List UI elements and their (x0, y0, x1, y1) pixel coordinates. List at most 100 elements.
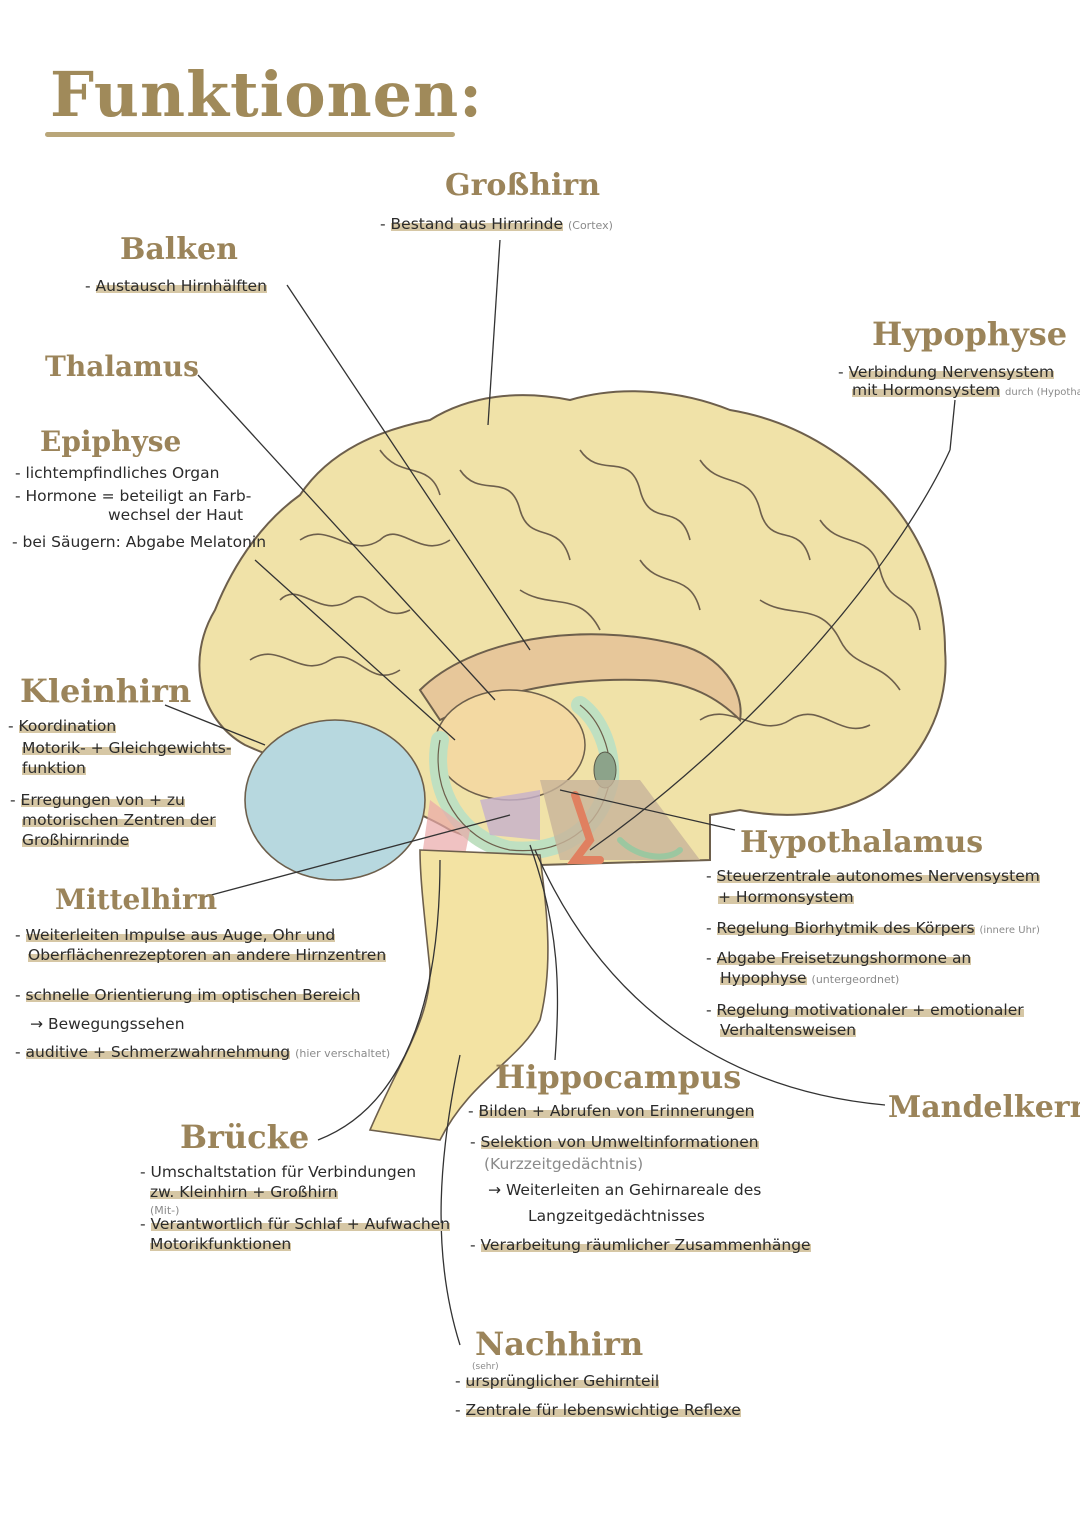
hippocampus-line-5: Langzeitgedächtnisses (528, 1206, 705, 1226)
bruecke-line-3: - Verantwortlich für Schlaf + Aufwachen (140, 1214, 451, 1234)
bruecke-line-1: - Umschaltstation für Verbindungen (140, 1162, 416, 1182)
hypothalamus-heading: Hypothalamus (740, 825, 984, 860)
kleinhirn-text-6: Großhirnrinde (22, 831, 130, 849)
bruecke-heading: Brücke (180, 1118, 310, 1156)
balken-heading: Balken (120, 232, 238, 267)
bullet: - (380, 215, 386, 233)
arrow: → (488, 1181, 501, 1199)
epiphyse-line-2: - Hormone = beteiligt an Farb- (15, 486, 251, 506)
hypothalamus-text-4: Abgabe Freisetzungshormone an (716, 949, 972, 967)
bullet: - (455, 1372, 461, 1390)
mittelhirn-line-1: - Weiterleiten Impulse aus Auge, Ohr und (15, 925, 336, 945)
hippocampus-text-1: Bilden + Abrufen von Erinnerungen (478, 1102, 755, 1120)
hypothalamus-line-4: - Abgabe Freisetzungshormone an (706, 948, 972, 968)
arrow: → (30, 1015, 43, 1033)
hypophyse-line-1: - Verbindung Nervensystem (838, 362, 1055, 382)
epiphyse-heading: Epiphyse (40, 425, 182, 458)
hypothalamus-line-2: + Hormonsystem (718, 887, 854, 907)
bruecke-text-3: Verantwortlich für Schlaf + Aufwachen (150, 1215, 451, 1233)
hippocampus-text-2: Selektion von Umweltinformationen (480, 1133, 759, 1151)
grosshirn-line-1: - Bestand aus Hirnrinde (Cortex) (380, 214, 613, 236)
hypothalamus-text-2: + Hormonsystem (718, 888, 854, 906)
nachhirn-line-2: - Zentrale für lebenswichtige Reflexe (455, 1400, 741, 1420)
nachhirn-text-1: ursprünglicher Gehirnteil (465, 1372, 660, 1390)
hypophyse-note: durch (Hypothalamus) (1005, 387, 1080, 398)
mittelhirn-text-5: auditive + Schmerzwahrnehmung (25, 1043, 291, 1061)
kleinhirn-line-4: - Erregungen von + zu (10, 790, 185, 810)
bullet: - (10, 791, 16, 809)
mittelhirn-text-2: Oberflächenrezeptoren an andere Hirnzent… (28, 946, 387, 964)
hypothalamus-note-2: (untergeordnet) (811, 973, 900, 986)
nachhirn-heading: Nachhirn (475, 1325, 644, 1363)
bullet: - (140, 1163, 146, 1181)
epiphyse-text-3: wechsel der Haut (108, 506, 244, 524)
bullet: - (15, 926, 21, 944)
hippocampus-text-6: Verarbeitung räumlicher Zusammenhänge (480, 1236, 811, 1254)
hypophysis-stalk (567, 791, 604, 864)
nachhirn-text-2: Zentrale für lebenswichtige Reflexe (465, 1401, 741, 1419)
mittelhirn-line-2: Oberflächenrezeptoren an andere Hirnzent… (28, 945, 387, 965)
bullet: - (838, 363, 844, 381)
epiphyse-line-1: - lichtempfindliches Organ (15, 463, 219, 483)
hippocampus-text-5: Langzeitgedächtnisses (528, 1207, 705, 1225)
hypothalamus-text-5: Hypophyse (720, 969, 807, 987)
balken-text: Austausch Hirnhälften (95, 277, 267, 295)
hypothalamus-text-6: Regelung motivationaler + emotionaler (716, 1001, 1024, 1019)
mittelhirn-note: (hier verschaltet) (295, 1047, 391, 1060)
kleinhirn-text-3: funktion (22, 759, 86, 777)
bullet: - (15, 464, 21, 482)
mittelhirn-line-4: → Bewegungssehen (30, 1014, 185, 1034)
kleinhirn-text-1: Koordination (18, 717, 117, 735)
hippocampus-text-4: Weiterleiten an Gehirnareale des (505, 1181, 762, 1199)
kleinhirn-heading: Kleinhirn (20, 672, 192, 710)
mittelhirn-heading: Mittelhirn (55, 883, 218, 916)
gyri (249, 449, 921, 730)
bullet: - (470, 1133, 476, 1151)
bullet: - (15, 986, 21, 1004)
hippocampus-line-3: (Kurzzeitgedächtnis) (484, 1154, 643, 1174)
epiphyse-line-3: wechsel der Haut (108, 505, 243, 525)
bruecke-line-2: zw. Kleinhirn + Großhirn (150, 1182, 338, 1202)
grosshirn-text: Bestand aus Hirnrinde (390, 215, 564, 233)
epiphyse-text-4: bei Säugern: Abgabe Melatonin (22, 533, 267, 551)
bruecke-text-4: Motorikfunktionen (150, 1235, 292, 1253)
corpus-callosum (418, 633, 742, 723)
kleinhirn-line-2: Motorik- + Gleichgewichts- (22, 738, 232, 758)
hippocampus-line-4: → Weiterleiten an Gehirnareale des (488, 1180, 761, 1200)
bullet: - (8, 717, 14, 735)
bullet: - (12, 533, 18, 551)
bullet: - (470, 1236, 476, 1254)
epiphyse-text-1: lichtempfindliches Organ (25, 464, 220, 482)
grosshirn-heading: Großhirn (445, 168, 601, 203)
bruecke-text-1: Umschaltstation für Verbindungen (150, 1163, 417, 1181)
hypophyse-text-2: mit Hormonsystem (852, 381, 1001, 399)
bullet: - (706, 867, 712, 885)
mittelhirn-text-3: schnelle Orientierung im optischen Berei… (25, 986, 361, 1004)
mittelhirn-text-1: Weiterleiten Impulse aus Auge, Ohr und (25, 926, 336, 944)
title-underline (45, 132, 455, 137)
bruecke-note: (Mit-) (150, 1204, 180, 1217)
bullet: - (15, 1043, 21, 1061)
kleinhirn-text-5: motorischen Zentren der (22, 811, 216, 829)
kleinhirn-text-2: Motorik- + Gleichgewichts- (22, 739, 232, 757)
kleinhirn-line-1: - Koordination (8, 716, 117, 736)
hypophyse-text-1: Verbindung Nervensystem (848, 363, 1055, 381)
bruecke-line-4: Motorikfunktionen (150, 1234, 292, 1254)
bullet: - (455, 1401, 461, 1419)
hippocampus-text-3: (Kurzzeitgedächtnis) (484, 1155, 644, 1173)
hypophyse-line-2: mit Hormonsystem durch (Hypothalamus) (852, 380, 1080, 403)
hippocampus-line-6: - Verarbeitung räumlicher Zusammenhänge (470, 1235, 811, 1255)
epiphyse-line-4: - bei Säugern: Abgabe Melatonin (12, 532, 266, 552)
bullet: - (706, 949, 712, 967)
hypothalamus-line-7: Verhaltensweisen (720, 1020, 857, 1040)
kleinhirn-text-4: Erregungen von + zu (20, 791, 185, 809)
bullet: - (706, 919, 712, 937)
kleinhirn-line-3: funktion (22, 758, 86, 778)
bullet: - (140, 1215, 146, 1233)
bullet: - (15, 487, 21, 505)
kleinhirn-line-6: Großhirnrinde (22, 830, 130, 850)
bullet: - (706, 1001, 712, 1019)
cerebellum (244, 719, 426, 881)
hypothalamus-line-3: - Regelung Biorhytmik des Körpers (inner… (706, 918, 1040, 941)
kleinhirn-line-5: motorischen Zentren der (22, 810, 216, 830)
